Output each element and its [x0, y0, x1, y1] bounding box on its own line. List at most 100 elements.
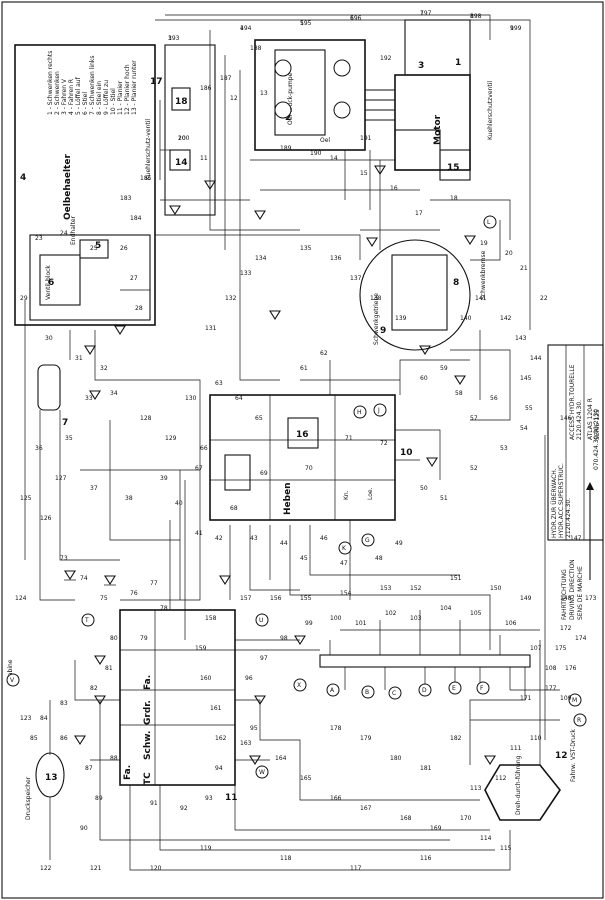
- line-number: 131: [205, 325, 217, 332]
- line-number: 76: [130, 590, 138, 597]
- line-number: 21: [520, 265, 528, 272]
- line-number: 126: [40, 515, 52, 522]
- line-number: 173: [585, 595, 597, 602]
- line-number: 45: [300, 555, 308, 562]
- line-number: 80: [110, 635, 118, 642]
- line-number: 137: [350, 275, 362, 282]
- legend-item-9: 10 - Stiel: [110, 88, 117, 115]
- line-number: 42: [215, 535, 223, 542]
- line-number: 147: [570, 535, 582, 542]
- line-number: 92: [180, 805, 188, 812]
- legend-item-10: 11 - Planier: [117, 80, 124, 115]
- line-number: 179: [360, 735, 372, 742]
- component-18: 18: [175, 97, 188, 107]
- valve-block-label: Ventil-block: [45, 265, 52, 300]
- line-number: 36: [35, 445, 43, 452]
- line-number: 118: [280, 855, 292, 862]
- line-number: 31: [75, 355, 83, 362]
- schw-label: Schw.: [143, 731, 153, 760]
- legend-item-3: 4 - Fahren R: [68, 79, 75, 115]
- line-number: 57: [470, 415, 478, 422]
- line-number: 72: [380, 440, 388, 447]
- legend-item-8: 9 - Löffel zu: [103, 80, 110, 115]
- line-number: 91: [150, 800, 158, 807]
- svg-text:U: U: [259, 617, 263, 624]
- line-number: 162: [215, 735, 227, 742]
- svg-text:D: D: [422, 687, 427, 694]
- line-number: 172: [560, 625, 572, 632]
- line-number: 40: [175, 500, 183, 507]
- line-number: 19: [480, 240, 488, 247]
- rotary-joint-label: Dreh-durch-führung: [515, 755, 522, 815]
- tc-label: TC: [143, 772, 153, 785]
- line-number: 138: [370, 295, 382, 302]
- legend-item-2: 3 - Fahren V: [61, 78, 68, 115]
- direction-line-2: SENS DE MARCHE: [577, 566, 584, 620]
- line-number: 193: [168, 35, 180, 42]
- line-number: 17: [415, 210, 423, 217]
- component-4: 4: [20, 173, 26, 183]
- line-number: 135: [300, 245, 312, 252]
- line-number: 154: [340, 590, 352, 597]
- line-number: 177: [545, 685, 557, 692]
- title-block: HYDR.ZUR ÜBERWACH. HYDR.ACC.SUPERSTRUC. …: [547, 344, 604, 541]
- line-number: 34: [110, 390, 118, 397]
- line-number: 71: [345, 435, 353, 442]
- legend-item-4: 5 - Löffel auf: [75, 76, 82, 115]
- motor: Motor 3 1 Kuehlerschutzventil 15: [365, 19, 494, 181]
- line-number: 189: [280, 145, 292, 152]
- line-number: 142: [500, 315, 512, 322]
- line-number: 176: [565, 665, 577, 672]
- cooler-valve: Kuehlerschutz-ventil 18 14 17: [145, 44, 216, 216]
- line-number: 87: [85, 765, 93, 772]
- legend-item-12: 13 - Planier runter: [131, 60, 138, 115]
- line-number: 98: [280, 635, 288, 642]
- line-number: 127: [55, 475, 67, 482]
- line-number: 174: [575, 635, 587, 642]
- line-number: 29: [20, 295, 28, 302]
- port-B: B: [361, 685, 375, 699]
- line-number: 186: [200, 85, 212, 92]
- line-number: 53: [500, 445, 508, 452]
- line-number: 187: [220, 75, 232, 82]
- line-number: 79: [140, 635, 148, 642]
- line-number: 32: [100, 365, 108, 372]
- line-number: 9: [510, 25, 514, 32]
- line-number: 10: [178, 135, 186, 142]
- legend-item-1: 2 - Schwenken: [54, 71, 61, 115]
- line-number: 62: [320, 350, 328, 357]
- line-number: 48: [375, 555, 383, 562]
- control-block-center: Heben Kn. Loe. 16 10: [209, 394, 413, 521]
- drawing-number: 070.424.30.00.2130: [593, 409, 600, 470]
- direction-line-0: FAHRTRICHTUNG: [561, 569, 568, 620]
- legend-item-6: 7 - Schwenken links: [89, 55, 96, 115]
- driving-direction: FAHRTRICHTUNG DRIVING DIRECTION SENS DE …: [561, 559, 584, 620]
- line-number: 143: [515, 335, 527, 342]
- cooler-valve-label: Kuehlerschutz-ventil: [145, 119, 152, 180]
- component-17: 17: [150, 77, 163, 87]
- svg-text:T: T: [84, 617, 89, 624]
- line-number: 61: [300, 365, 308, 372]
- component-1: 1: [455, 58, 461, 68]
- pump-oil-label: Oel: [320, 137, 330, 144]
- line-number: 119: [200, 845, 212, 852]
- line-number: 24: [60, 230, 68, 237]
- line-number: 185: [140, 175, 152, 182]
- line-number: 129: [165, 435, 177, 442]
- line-number: 78: [160, 605, 168, 612]
- line-number: 160: [200, 675, 212, 682]
- swing-gear: Schwenkgetriebe 8 9 Schwenkbremse: [359, 239, 487, 351]
- svg-text:F: F: [480, 685, 484, 692]
- line-number: 120: [150, 865, 162, 872]
- line-number: 123: [20, 715, 32, 722]
- heben-label: Heben: [283, 482, 293, 515]
- line-number: 115: [500, 845, 512, 852]
- line-number: 141: [475, 295, 487, 302]
- line-number: 168: [400, 815, 412, 822]
- port-V: V: [6, 673, 20, 687]
- svg-text:V: V: [10, 677, 15, 684]
- line-number: 33: [85, 395, 93, 402]
- line-number: 116: [420, 855, 432, 862]
- line-number: 7: [420, 10, 424, 17]
